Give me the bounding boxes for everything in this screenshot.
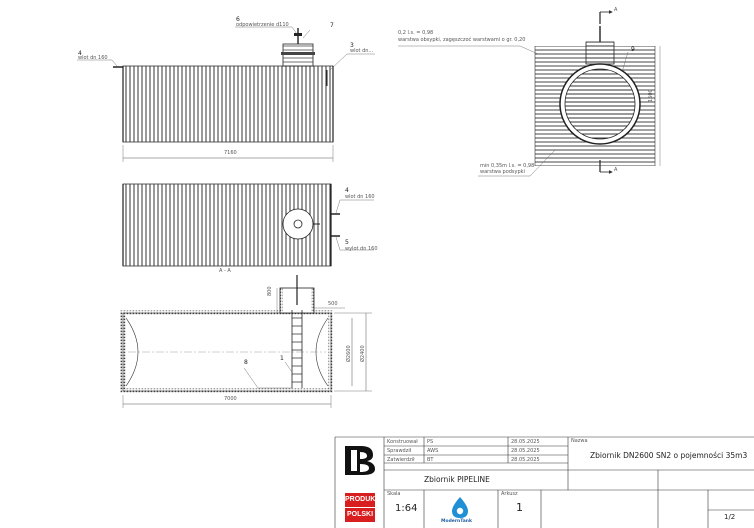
tb-scale-label: Skala	[387, 491, 401, 497]
callout-4-text: wlot dn 160	[78, 55, 108, 61]
end-note-2-value: min 0,35m l.s. = 0,98	[480, 163, 535, 169]
section-callout-8: 8	[244, 359, 248, 366]
tb-row3-role: Zatwierdził	[387, 457, 415, 463]
tb-company: ModernTank	[441, 519, 472, 524]
tb-project: Zbiornik PIPELINE	[424, 475, 490, 484]
moderntank-drop-icon	[452, 497, 468, 518]
top-callout-4: 4	[345, 187, 349, 194]
tb-row2-date: 28.05.2025	[511, 448, 540, 454]
dim-diam-outer: Ø2600	[346, 345, 352, 362]
end-callout-9: 9	[631, 46, 635, 53]
callout-6: 6	[236, 16, 240, 23]
tb-row1-role: Konstruował	[387, 439, 418, 445]
arrow-a-bottom: A	[614, 167, 618, 173]
tb-sheet: 1	[516, 501, 523, 514]
tb-name: Zbiornik DN2600 SN2 o pojemności 35m3	[590, 451, 748, 460]
callout-3-text: wlot dn...	[350, 48, 374, 54]
top-callout-5: 5	[345, 239, 349, 246]
tb-row3-initials: BT	[427, 457, 434, 463]
top-callout-5-text: wylot dn 160	[345, 246, 378, 252]
tb-name-label: Nazwa	[571, 438, 588, 444]
tb-row2-initials: AWS	[427, 448, 439, 454]
title-block-frame	[334, 436, 754, 528]
arrow-a-top: A	[614, 7, 618, 13]
section-label: A - A	[219, 268, 231, 274]
end-note-2-text: warstwa podsypki	[480, 169, 525, 175]
callout-4: 4	[78, 50, 82, 57]
end-view	[398, 10, 661, 177]
dim-length-side: 7160	[224, 150, 237, 156]
dim-diam-inner: Ø2400	[360, 345, 366, 362]
top-view	[122, 183, 374, 267]
tb-row3-date: 28.05.2025	[511, 457, 540, 463]
callout-3: 3	[350, 42, 354, 49]
section-callout-1: 1	[280, 355, 284, 362]
tb-sheet-of: 1/2	[724, 513, 736, 521]
dim-800: 800	[267, 286, 273, 296]
side-view	[77, 26, 375, 162]
dim-500: 500	[328, 301, 338, 307]
top-callout-4-text: wlot dn 160	[345, 194, 375, 200]
tb-scale: 1:64	[395, 503, 418, 514]
badge-line-1: PRODUKT	[345, 493, 380, 507]
tb-row1-date: 28.05.2025	[511, 439, 540, 445]
tb-row2-role: Sprawdził	[387, 448, 412, 454]
callout-6-text: odpowietrzenie d110	[236, 22, 289, 28]
tb-sheet-label: Arkusz	[501, 491, 518, 497]
end-note-1-value: 0,2 l.s. = 0,98	[398, 30, 434, 36]
dim-height-end: 1600	[648, 89, 654, 102]
callout-7: 7	[330, 22, 334, 29]
dim-length-section: 7000	[224, 396, 237, 402]
section-view	[120, 275, 372, 408]
badge-line-2: POLSKI	[345, 508, 375, 522]
end-note-1-text: warstwa obsypki, zagęszczoć warstwami o …	[398, 37, 526, 43]
company-logo	[343, 443, 375, 475]
tb-row1-initials: PS	[427, 439, 434, 445]
